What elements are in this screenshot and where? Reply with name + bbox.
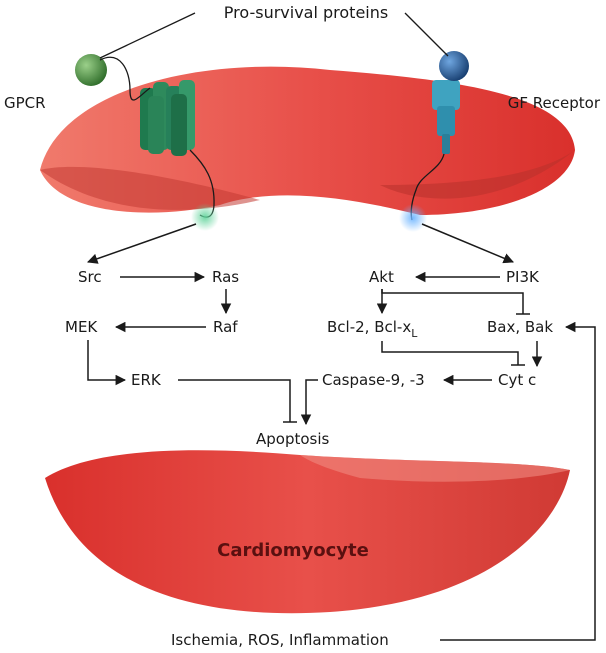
- node-caspase: Caspase-9, -3: [322, 371, 425, 389]
- node-bcl-subscript: L: [411, 327, 418, 340]
- node-bax-bak: Bax, Bak: [487, 318, 553, 336]
- gpcr-ligand-ball-icon: [75, 54, 151, 101]
- gf-receptor-protein: [410, 80, 460, 221]
- node-pi3k: PI3K: [506, 268, 540, 286]
- node-akt: Akt: [369, 268, 394, 286]
- gf-receptor-label: GF Receptor: [508, 94, 601, 112]
- arrow-mek-to-erk: [87, 340, 127, 386]
- cardiomyocyte-cell: [45, 450, 570, 614]
- node-mek: MEK: [65, 318, 98, 336]
- gf-signal-glow: [399, 204, 427, 232]
- node-bcl-text: Bcl-2, Bcl-x: [327, 318, 411, 336]
- gpcr-label: GPCR: [4, 94, 46, 112]
- gf-ligand-ball-icon: [439, 51, 469, 81]
- node-raf: Raf: [213, 318, 238, 336]
- node-erk: ERK: [131, 371, 162, 389]
- inhibit-akt-bax: [381, 289, 524, 314]
- arrow-glow-to-pi3k: [421, 223, 514, 264]
- arrow-stress-to-bax: [440, 321, 596, 641]
- connector-title-gpcr: [99, 12, 196, 59]
- pathway-nodes: Src Ras Raf MEK ERK Akt PI3K Bcl-2, Bcl-…: [65, 268, 553, 649]
- node-apoptosis: Apoptosis: [256, 430, 330, 448]
- pro-survival-title: Pro-survival proteins: [224, 3, 388, 22]
- stress-signals-label: Ischemia, ROS, Inflammation: [171, 631, 389, 649]
- cell-name-label: Cardiomyocyte: [217, 540, 369, 561]
- inhibit-erk-apoptosis: [178, 379, 291, 422]
- inhibit-bcl-cytc: [381, 341, 519, 365]
- top-membrane: [40, 66, 575, 215]
- gpcr-protein: [140, 80, 215, 218]
- arrow-caspase-to-apoptosis: [300, 379, 318, 426]
- connector-title-gf: [404, 12, 449, 57]
- pathway-connectors: [87, 223, 596, 641]
- arrow-glow-to-src: [87, 223, 197, 264]
- gpcr-signal-glow: [191, 203, 219, 231]
- node-cyt-c: Cyt c: [498, 371, 536, 389]
- node-src: Src: [78, 268, 102, 286]
- node-ras: Ras: [212, 268, 239, 286]
- node-bcl: Bcl-2, Bcl-xL: [327, 318, 418, 340]
